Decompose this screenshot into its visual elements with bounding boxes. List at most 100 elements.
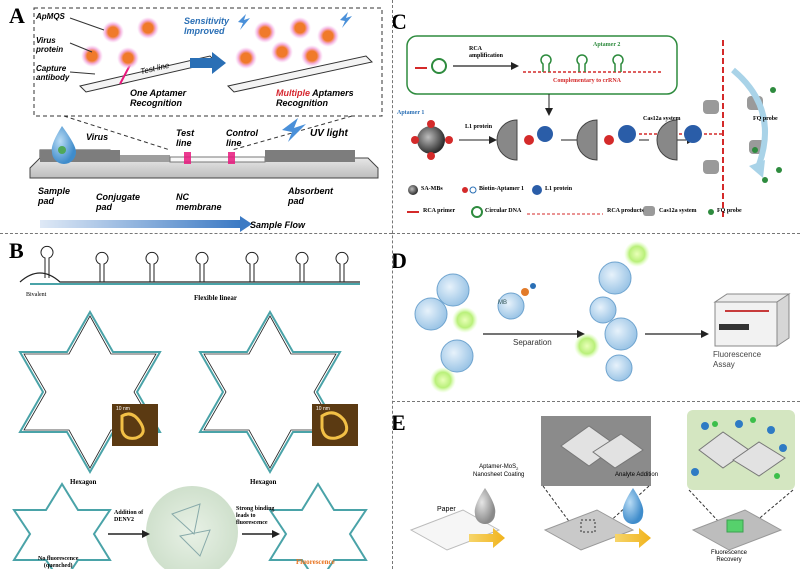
droplet-icon (474, 488, 496, 524)
legend-cas12a-system: Cas12a system (659, 208, 697, 214)
panel-label-c: C (393, 9, 407, 34)
plate-reader-icon (713, 293, 791, 347)
label-addition-denv2: Addition of DENV2 (114, 510, 144, 523)
label-mb: MB (498, 300, 507, 306)
fq-probe-icons (752, 87, 782, 183)
legend-rca-primer: RCA primer (423, 208, 456, 214)
label-coating: Aptamer-MoS2 Nanosheet Coating (473, 464, 524, 479)
panel-e-graphic (409, 410, 795, 551)
scale-bar-left: 10 nm (116, 406, 130, 412)
panel-c: C RCA amplification Aptamer 2 Complement… (393, 0, 800, 233)
vertical-divider (392, 0, 393, 569)
label-virus: Virus (86, 132, 109, 142)
test-line (184, 152, 191, 164)
arrow-icon (469, 528, 505, 548)
strip-multiple-aptamers (226, 55, 374, 93)
label-fluorescence: Fluorescence (296, 558, 335, 566)
label-conjugate-pad: Conjugate pad (96, 192, 140, 212)
hexagram-left (18, 309, 162, 475)
zoom-box (33, 7, 383, 117)
panel-d-graphic (414, 241, 791, 393)
sample-flow-bar (40, 220, 240, 228)
arrow-icon (615, 528, 651, 548)
label-cas12a-system: Cas12a system (643, 116, 681, 122)
panel-a-graphic (29, 7, 383, 232)
label-sample-pad: Sample pad (38, 186, 71, 206)
control-line (228, 152, 235, 164)
panel-label-d: D (393, 248, 407, 273)
label-rca-amplification: RCA amplification (469, 46, 503, 59)
label-hexagon-right: Hexagon (250, 478, 277, 486)
label-sample-flow: Sample Flow (250, 220, 306, 230)
multiple-word: Multiple (276, 88, 310, 98)
label-capture-antibody: Capture antibody (36, 64, 70, 82)
legend-l1-protein: L1 protein (545, 186, 573, 192)
denv2-virus (146, 486, 238, 569)
panel-c-graphic (406, 35, 782, 220)
panel-a: A ApMQS Virus protein Capture antibody T… (0, 0, 392, 233)
legend-circular-dna: Circular DNA (485, 208, 522, 214)
label-aptamer2: Aptamer 2 (593, 42, 621, 48)
label-bivalent: Bivalent (26, 292, 47, 298)
label-flexible-linear: Flexible linear (194, 294, 237, 302)
lightning-icon (282, 118, 306, 142)
panel-label-e: E (393, 410, 406, 435)
legend-rca-products: RCA products (607, 208, 644, 214)
label-virus-protein: Virus protein (36, 36, 64, 54)
label-aptamer1: Aptamer 1 (397, 110, 425, 116)
panel-b-graphic (12, 245, 368, 569)
label-multiple-aptamers: Multiple Aptamers Recognition (276, 88, 354, 108)
lightning-icon (340, 12, 352, 28)
divider-d-e (392, 401, 800, 402)
divider-a-b (0, 233, 392, 234)
legend-biotin-aptamer1: Biotin-Aptamer 1 (479, 186, 525, 192)
label-test-line: Test line (176, 128, 195, 148)
panel-b: B Bivalent Flexible linear 10 nm 10 nm H… (0, 234, 392, 569)
label-apmqs: ApMQS (36, 12, 65, 21)
magnetic-bead-icon (417, 126, 445, 154)
panel-label-b: B (9, 238, 24, 263)
label-complementary: Complementary to crRNA (553, 78, 621, 84)
label-no-fluorescence: No fluorescence (quenched) (38, 556, 79, 569)
label-sensitivity: Sensitivity Improved (184, 16, 230, 36)
hexagram-fluorescent (268, 482, 368, 569)
label-uv-light: UV light (310, 128, 348, 139)
divider-c-d (392, 233, 800, 234)
cas12a-complexes (703, 96, 765, 174)
coating-line1: Aptamer-MoS (479, 464, 517, 470)
legend-fq-probe: FQ probe (717, 208, 742, 214)
aptamers-word: Aptamers (310, 88, 354, 98)
label-absorbent-pad: Absorbent pad (288, 186, 333, 206)
coating-subscript: 2 (516, 466, 519, 472)
scale-bar-right: 10 nm (316, 406, 330, 412)
panel-label-a: A (9, 3, 25, 28)
panel-e: E Paper Aptamer-MoS2 Nanosheet Coating A… (393, 402, 800, 569)
label-hexagon-left: Hexagon (70, 478, 97, 486)
recognition-word: Recognition (276, 98, 328, 108)
label-one-aptamer: One Aptamer Recognition (130, 88, 187, 108)
hexagram-quenched (12, 482, 112, 569)
virus-icon (58, 146, 66, 154)
label-control-line: Control line (226, 128, 258, 148)
label-fluorescence-assay: Fluorescence Assay (713, 350, 762, 369)
label-l1-protein: L1 protein (465, 124, 493, 130)
hexagram-right (198, 309, 342, 475)
label-paper: Paper (437, 506, 456, 513)
legend-sa-mbs: SA-MBs (421, 186, 443, 192)
arrow-icon (190, 52, 226, 74)
coating-line2: Nanosheet Coating (473, 472, 525, 479)
label-strong-binding: Strong binding leads to fluorescence (236, 506, 275, 526)
label-fq-probe: FQ probe (753, 116, 778, 122)
l1-protein-icon (537, 126, 553, 142)
label-fluorescence-recovery: Fluorescence Recovery (711, 550, 748, 563)
droplet-icon (51, 126, 76, 164)
label-analyte-addition: Analyte Addition (615, 472, 659, 478)
lightning-icon (238, 14, 250, 30)
panel-d: D MB Separation Fluorescence Assay (393, 234, 800, 401)
label-nc-membrane: NC membrane (176, 192, 222, 212)
magnetic-bead-icon (497, 292, 525, 320)
label-separation: Separation (513, 338, 552, 347)
lateral-flow-strip (29, 157, 379, 179)
droplet-icon (622, 488, 644, 524)
rca-box (406, 35, 678, 95)
